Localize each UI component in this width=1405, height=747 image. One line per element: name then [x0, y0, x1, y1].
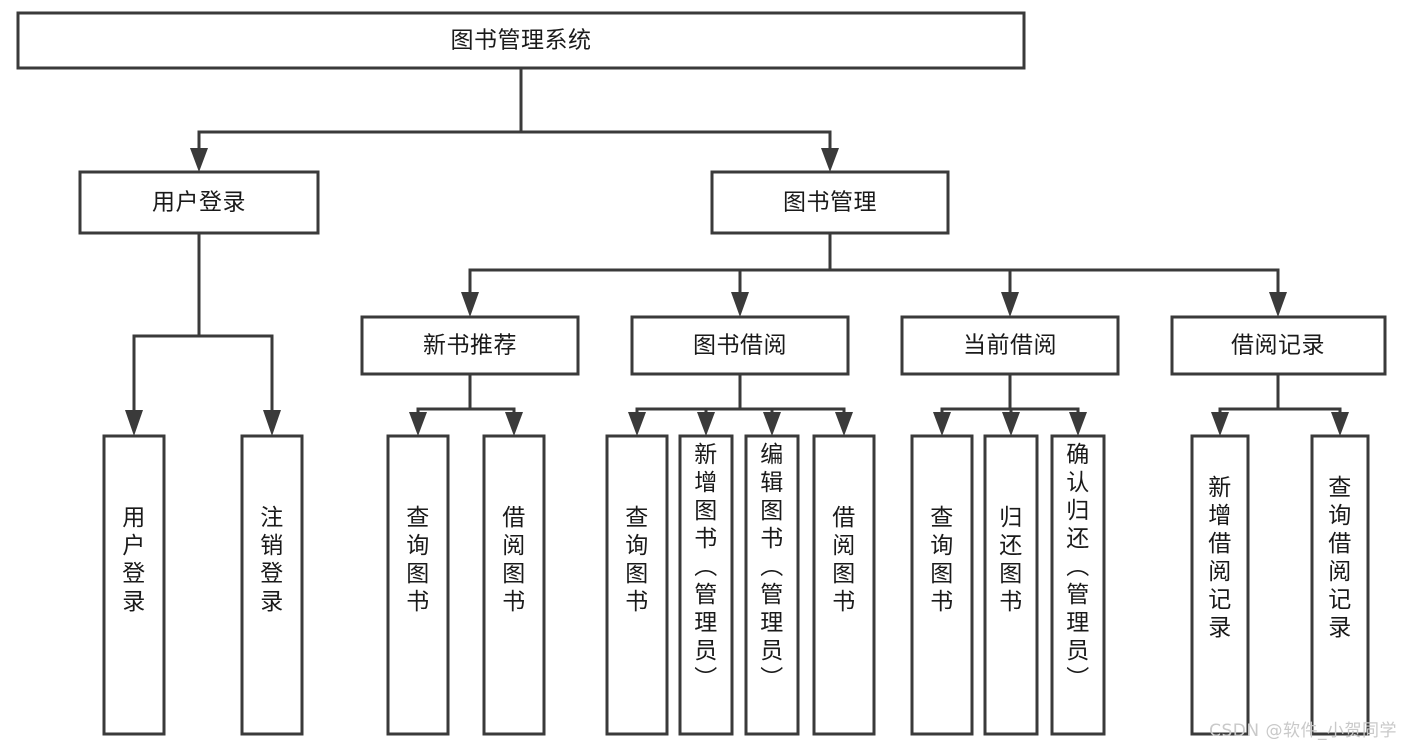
node-leaf-add-book[interactable]: 新增图书︵管理员︶	[678, 434, 734, 736]
arrow-head-leaf-borrow-book	[835, 412, 853, 436]
node-leaf-query-book-rec-label: 查询图书	[406, 505, 430, 615]
arrow-head-leaf-user-login	[125, 410, 143, 436]
arrow-head-current-borrow	[1001, 292, 1019, 317]
arrow-head-book-borrow	[731, 292, 749, 317]
node-borrow-record-box[interactable]	[1170, 315, 1387, 376]
node-book-manage-label: 图书管理	[783, 190, 877, 216]
node-user-login-box[interactable]	[78, 170, 320, 235]
node-leaf-query-record-box[interactable]	[1310, 434, 1370, 736]
node-leaf-confirm-return-box[interactable]	[1050, 434, 1106, 736]
node-borrow-record[interactable]: 借阅记录	[1170, 315, 1387, 376]
arrow-head-leaf-add-record	[1211, 412, 1229, 436]
node-leaf-query-book-borrow-label: 查询图书	[625, 505, 649, 615]
arrow-head-user-login	[190, 148, 208, 172]
node-leaf-add-record-label: 新增借阅记录	[1208, 475, 1232, 641]
node-book-borrow-label: 图书借阅	[693, 333, 787, 359]
node-leaf-query-book-borrow[interactable]: 查询图书	[605, 434, 669, 736]
node-leaf-confirm-return[interactable]: 确认归还︵管理员︶	[1050, 434, 1106, 736]
node-current-borrow[interactable]: 当前借阅	[900, 315, 1120, 376]
node-leaf-edit-book[interactable]: 编辑图书︵管理员︶	[744, 434, 800, 736]
node-borrow-record-label: 借阅记录	[1231, 333, 1325, 359]
arrow-head-leaf-return-book	[1002, 412, 1020, 436]
node-leaf-query-book-rec[interactable]: 查询图书	[386, 434, 450, 736]
node-leaf-query-book-borrow-box[interactable]	[605, 434, 669, 736]
node-leaf-borrow-book-rec[interactable]: 借阅图书	[482, 434, 546, 736]
node-new-book-rec[interactable]: 新书推荐	[360, 315, 580, 376]
arrow-head-leaf-confirm-return	[1069, 412, 1087, 436]
node-leaf-borrow-book-box[interactable]	[812, 434, 876, 736]
node-leaf-logout-box[interactable]	[240, 434, 304, 736]
node-leaf-query-record-label: 查询借阅记录	[1328, 475, 1352, 641]
arrow-head-leaf-add-book	[697, 412, 715, 436]
node-leaf-query-book-cur-label: 查询图书	[930, 505, 954, 615]
arrow-head-leaf-logout	[263, 410, 281, 436]
node-leaf-confirm-return-label: 确认归还︵管理员︶	[1066, 442, 1090, 692]
node-leaf-query-book-cur[interactable]: 查询图书	[910, 434, 974, 736]
node-user-login[interactable]: 用户登录	[78, 170, 320, 235]
node-leaf-return-book[interactable]: 归还图书	[983, 434, 1039, 736]
arrow-head-leaf-edit-book	[763, 412, 781, 436]
node-user-login-label: 用户登录	[152, 190, 246, 216]
node-leaf-query-record[interactable]: 查询借阅记录	[1310, 434, 1370, 736]
node-leaf-add-book-box[interactable]	[678, 434, 734, 736]
connector-layer	[125, 66, 1349, 436]
node-leaf-user-login[interactable]: 用户登录	[102, 434, 166, 736]
node-leaf-add-record-box[interactable]	[1190, 434, 1250, 736]
node-leaf-borrow-book-rec-label: 借阅图书	[502, 505, 526, 615]
node-book-manage-box[interactable]	[710, 170, 950, 235]
node-leaf-logout-label: 注销登录	[260, 505, 284, 615]
node-book-borrow[interactable]: 图书借阅	[630, 315, 850, 376]
node-leaf-borrow-book-rec-box[interactable]	[482, 434, 546, 736]
node-current-borrow-box[interactable]	[900, 315, 1120, 376]
node-leaf-add-book-label: 新增图书︵管理员︶	[694, 442, 718, 692]
node-current-borrow-label: 当前借阅	[963, 333, 1057, 359]
node-leaf-borrow-book-label: 借阅图书	[832, 505, 856, 615]
node-root[interactable]: 图书管理系统	[16, 11, 1026, 70]
arrow-head-leaf-query-record	[1331, 412, 1349, 436]
node-leaf-return-book-label: 归还图书	[999, 505, 1023, 615]
arrow-head-leaf-query-book-rec	[409, 412, 427, 436]
node-leaf-return-book-box[interactable]	[983, 434, 1039, 736]
node-new-book-rec-label: 新书推荐	[423, 333, 517, 359]
arrow-head-borrow-record	[1269, 292, 1287, 317]
node-leaf-query-book-rec-box[interactable]	[386, 434, 450, 736]
node-leaf-user-login-box[interactable]	[102, 434, 166, 736]
node-root-label: 图书管理系统	[451, 28, 592, 54]
arrow-head-new-book-rec	[461, 292, 479, 317]
node-new-book-rec-box[interactable]	[360, 315, 580, 376]
arrow-head-book-manage	[821, 148, 839, 172]
node-layer: 图书管理系统 用户登录 图书管理 新书推荐 图书借阅 当前	[16, 11, 1387, 736]
node-root-box[interactable]	[16, 11, 1026, 70]
node-leaf-query-book-cur-box[interactable]	[910, 434, 974, 736]
node-leaf-user-login-label: 用户登录	[122, 505, 146, 615]
arrow-head-leaf-query-book-borrow	[628, 412, 646, 436]
node-leaf-logout[interactable]: 注销登录	[240, 434, 304, 736]
node-book-borrow-box[interactable]	[630, 315, 850, 376]
node-book-manage[interactable]: 图书管理	[710, 170, 950, 235]
arrow-head-leaf-borrow-book-rec	[505, 412, 523, 436]
arrow-head-leaf-query-book-cur	[933, 412, 951, 436]
node-leaf-borrow-book[interactable]: 借阅图书	[812, 434, 876, 736]
node-leaf-edit-book-box[interactable]	[744, 434, 800, 736]
node-leaf-add-record[interactable]: 新增借阅记录	[1190, 434, 1250, 736]
node-leaf-edit-book-label: 编辑图书︵管理员︶	[760, 442, 784, 692]
